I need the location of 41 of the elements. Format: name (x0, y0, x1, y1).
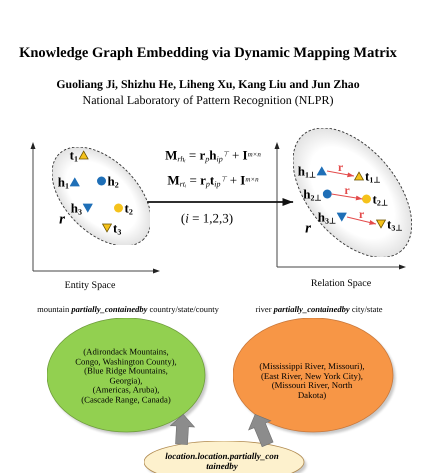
axis-caption: Relation Space (310, 279, 372, 289)
relation-label: r (59, 212, 65, 228)
edge-label: r (344, 184, 350, 196)
title: Knowledge Graph Embedding via Dynamic Mapping Matrix (19, 46, 397, 60)
arrow (147, 198, 294, 206)
edge-label: r (338, 160, 344, 172)
equation: M$_{rhᵢ}$ = r$_{p}$h$_{ip}$$^{⊤}$ + I$^{m×n}$ (165, 148, 261, 162)
oval-text: (Cascade Range, Canada) (81, 395, 171, 404)
point-label: t$_{2⊥}$ (372, 192, 388, 206)
point-label: h$_{3⊥}$ (318, 210, 336, 224)
oval-text: (Adirondack Mountains, Congo, Washington County), (74, 348, 178, 366)
block-arrow (170, 414, 196, 445)
oval-text: (Americas, Aruba), (92, 386, 160, 395)
point-label: t$_{1⊥}$ (364, 169, 380, 182)
point-label: h$_{2⊥}$ (303, 187, 322, 200)
oval-caption: river partially_containedby city/state (256, 304, 382, 314)
oval-text: (Mississippi River, Missouri), (259, 362, 365, 372)
point-label: h$_{2}$ (107, 174, 119, 188)
oval-text: (East River, New York City), (260, 371, 364, 381)
block-arrow (248, 414, 274, 448)
oval-caption: mountain partially_containedby country/state/county (37, 304, 219, 314)
oval-text: (Blue Ridge Mountains, Georgia), (84, 366, 168, 386)
affiliation-text: National Laboratory of Pattern Recognition (NLPR) (82, 94, 334, 106)
point-label: t$_{3⊥}$ (386, 217, 402, 230)
point-label: t$_{1}$ (70, 148, 78, 162)
author-list: Guoliang Ji, Shizhu He, Liheng Xu, Kang Liu and Jun Zhao (56, 79, 360, 91)
relation-label: r (305, 222, 311, 236)
arrow (346, 216, 376, 225)
arrow (331, 193, 363, 200)
point-label: h$_{1}$ (58, 175, 69, 188)
arrow (326, 170, 354, 178)
point-label: t$_{3}$ (112, 221, 122, 234)
axis-caption: Entity Space (64, 281, 116, 291)
oval-text: location.location.partially_containedby (164, 451, 280, 471)
index-range: (i = 1,2,3) (180, 212, 234, 224)
point-label: h$_{1⊥}$ (298, 164, 316, 178)
point-label: t$_{2}$ (124, 201, 133, 214)
point-label: h$_{3}$ (70, 201, 82, 214)
edge-label: r (358, 208, 364, 220)
oval-text: (Missouri River, North Dakota) (272, 381, 352, 400)
equation: M$_{rtᵢ}$ = r$_{p}$t$_{ip}$$^{⊤}$ + I$^{m×n}$ (167, 174, 259, 186)
